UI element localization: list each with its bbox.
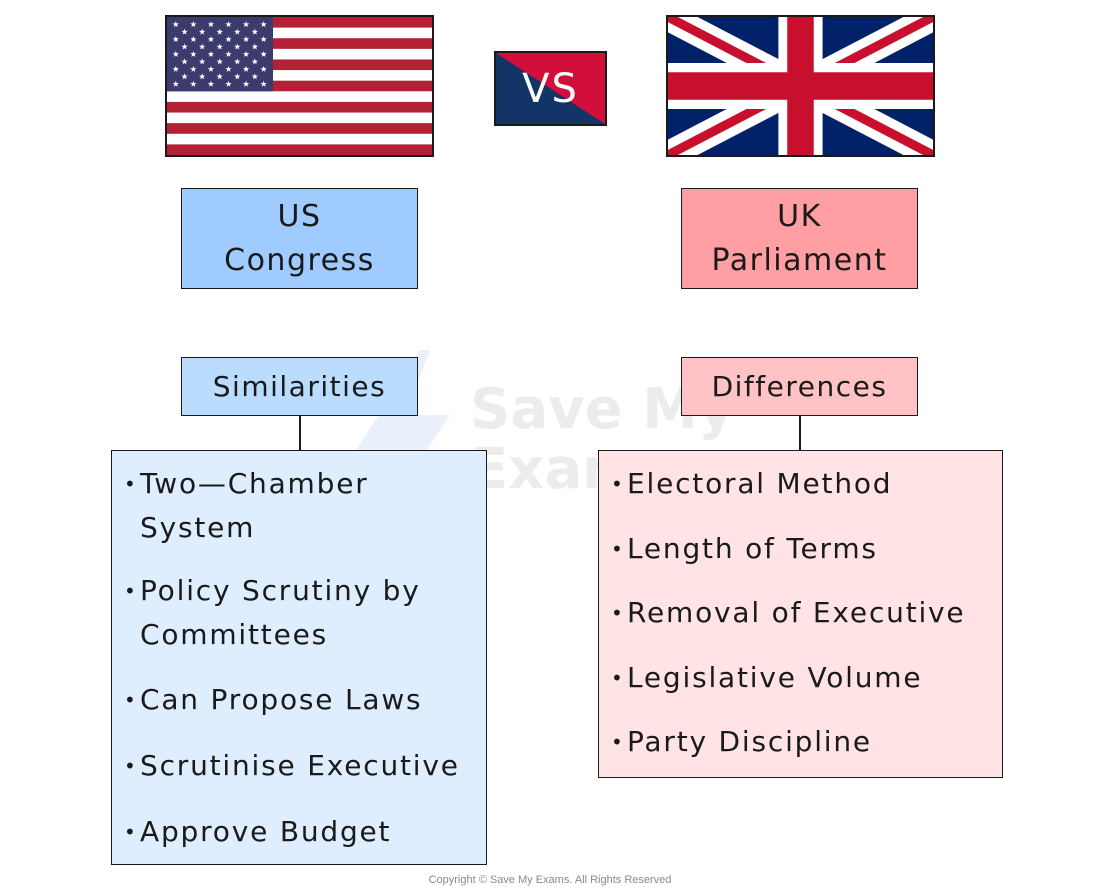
star-icon [234,28,241,35]
vs-label: VS [522,65,579,112]
star-icon [190,50,197,57]
list-item-text: Two—Chamber [140,467,369,500]
star-icon [181,73,188,80]
star-icon [260,36,267,43]
bullet-icon: • [124,579,136,603]
bullet-icon: • [124,820,136,844]
list-item-text: Legislative Volume [627,661,923,694]
star-icon [242,80,250,87]
star-icon [251,28,259,35]
uk-parliament-title-box: UK Parliament [681,188,918,289]
star-icon [242,65,250,72]
list-item-text: Approve Budget [140,815,392,848]
star-icon [172,21,179,28]
star-icon [225,50,232,57]
bullet-icon: • [611,601,623,625]
us-title-line2: Congress [224,242,375,278]
star-icon [242,36,250,43]
uk-title-line1: UK [777,198,822,234]
star-icon [207,80,215,87]
star-icon [172,50,179,57]
star-icon [225,21,232,28]
star-icon [216,28,223,35]
star-icon [181,28,188,35]
star-icon [234,43,241,50]
star-icon [198,73,206,80]
similarities-connector [299,416,301,450]
star-icon [172,65,179,72]
star-icon [251,58,259,65]
star-icon [225,36,232,43]
copyright-footer: Copyright © Save My Exams. All Rights Re… [428,874,672,886]
differences-connector [799,416,801,450]
bullet-icon: • [611,472,623,496]
star-icon [190,65,197,72]
star-icon [198,28,206,35]
star-icon [198,43,206,50]
star-icon [260,80,267,87]
star-icon [260,65,267,72]
star-icon [207,50,215,57]
star-icon [198,58,206,65]
star-icon [181,58,188,65]
star-icon [251,73,259,80]
bullet-icon: • [611,666,623,690]
bullet-icon: • [124,688,136,712]
star-icon [242,21,250,28]
differences-label: Differences [681,357,918,416]
star-icon [207,65,215,72]
star-icon [190,80,197,87]
list-item-text: System [140,511,256,544]
list-item-text: Committees [140,618,329,651]
differences-list: • Electoral Method • Length of Terms • R… [598,450,1003,778]
list-item-text: Electoral Method [627,467,893,500]
similarities-label: Similarities [181,357,418,416]
list-item-text: Policy Scrutiny by [140,574,421,607]
bullet-icon: • [124,472,136,496]
star-icon [225,80,232,87]
us-title-line1: US [277,198,322,234]
list-item-text: Scrutinise Executive [140,749,460,782]
star-icon [225,65,232,72]
star-icon [181,43,188,50]
star-icon [234,58,241,65]
list-item-text: Length of Terms [627,532,878,565]
us-congress-title-box: US Congress [181,188,418,289]
star-icon [260,21,267,28]
similarities-list: • Two—Chamber System • Policy Scrutiny b… [111,450,487,865]
star-icon [207,21,215,28]
star-icon [216,58,223,65]
bullet-icon: • [124,754,136,778]
star-icon [207,36,215,43]
list-item-text: Removal of Executive [627,596,966,629]
bullet-icon: • [611,537,623,561]
star-icon [216,43,223,50]
vs-badge: VS [494,51,607,126]
bullet-icon: • [611,730,623,754]
uk-flag-icon [666,15,935,157]
star-icon [216,73,223,80]
list-item-text: Party Discipline [627,725,872,758]
star-icon [190,36,197,43]
star-icon [234,73,241,80]
list-item-text: Can Propose Laws [140,683,423,716]
star-icon [172,36,179,43]
star-icon [172,80,179,87]
star-icon [251,43,259,50]
star-icon [190,21,197,28]
star-icon [260,50,267,57]
us-flag-icon [165,15,434,157]
uk-title-line2: Parliament [711,242,888,278]
star-icon [242,50,250,57]
